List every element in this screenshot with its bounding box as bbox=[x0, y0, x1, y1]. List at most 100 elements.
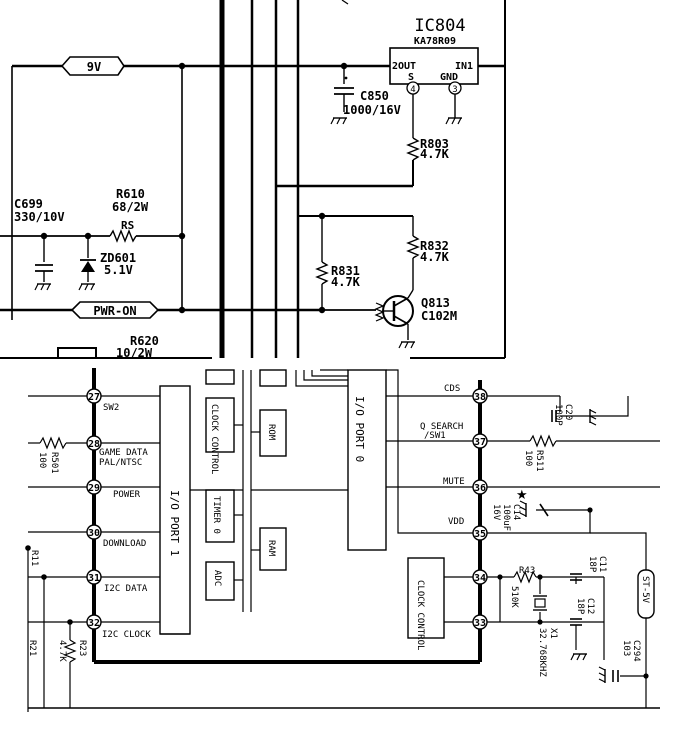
ground-icon bbox=[445, 117, 463, 125]
pin-number: 37 bbox=[474, 437, 486, 448]
pin-number: 28 bbox=[88, 439, 100, 450]
component-edge bbox=[57, 347, 97, 359]
r832-value: 4.7K bbox=[420, 250, 450, 264]
pin-marker bbox=[472, 569, 488, 585]
block-edge bbox=[259, 369, 287, 387]
rom-block bbox=[259, 409, 287, 457]
pin-label: I2C DATA bbox=[104, 584, 148, 594]
pin-number: 31 bbox=[88, 573, 100, 584]
pin-number: 29 bbox=[88, 483, 100, 494]
q813-bias-resistor bbox=[374, 302, 385, 322]
r831-ref: R831 bbox=[331, 264, 360, 278]
ground-icon bbox=[598, 666, 606, 684]
star-icon: ★ bbox=[516, 488, 528, 503]
pin-label: Q SEARCH bbox=[420, 422, 463, 432]
c14-value2: 16V bbox=[491, 504, 501, 521]
polarity-dot bbox=[344, 76, 348, 80]
q813-ref: Q813 bbox=[421, 296, 450, 310]
pin-number: 38 bbox=[474, 392, 486, 403]
r501-value: 100 bbox=[37, 452, 47, 468]
pin-marker bbox=[86, 614, 102, 630]
timer-block bbox=[205, 489, 235, 543]
top-section: 9V IC804 KA78R09 2OUT IN1 S GND 4 3 C850… bbox=[0, 0, 506, 360]
ground-icon bbox=[398, 341, 416, 349]
rom-label: ROM bbox=[266, 424, 276, 441]
junction bbox=[178, 232, 186, 240]
r610-tag: RS bbox=[121, 219, 134, 232]
pin-number: 36 bbox=[474, 483, 486, 494]
ground-icon bbox=[330, 117, 348, 125]
c294-value: 103 bbox=[621, 640, 631, 656]
pin-label-2: /SW1 bbox=[424, 431, 446, 441]
ic804-pin-out: 2OUT bbox=[392, 61, 416, 72]
r803-value: 4.7K bbox=[420, 147, 450, 161]
pin-number: 27 bbox=[88, 392, 100, 403]
pin-label: I2C CLOCK bbox=[102, 630, 151, 640]
block-edge bbox=[205, 369, 235, 385]
wire bbox=[407, 289, 414, 299]
r23-resistor bbox=[63, 639, 77, 663]
c12-ref: C12 bbox=[585, 598, 595, 614]
c20-value: 100P bbox=[553, 404, 563, 426]
io-port0-label: I/O PORT 0 bbox=[353, 396, 366, 462]
pin-marker bbox=[472, 388, 488, 404]
c12-value: 18P bbox=[575, 598, 585, 615]
io-port1-block bbox=[159, 385, 191, 635]
bottom-section: I/O PORT 1 CLOCK CONTROL TIMER 0 ADC ROM… bbox=[25, 368, 660, 712]
st5v-label: ST-5V bbox=[640, 576, 650, 604]
zener-diode bbox=[81, 261, 95, 272]
c850-ref: C850 bbox=[360, 89, 389, 103]
junction bbox=[643, 673, 649, 679]
bus-link bbox=[303, 370, 348, 381]
ic804-part: KA78R09 bbox=[414, 36, 456, 47]
r832-resistor bbox=[406, 235, 420, 259]
ic804-pin4: 4 bbox=[410, 85, 415, 95]
right-pins: 38 CDS 37 Q SEARCH /SW1 R511 100 36 MUTE… bbox=[386, 369, 660, 630]
c14-ref: C14 bbox=[511, 504, 521, 520]
pin-marker bbox=[472, 614, 488, 630]
pin-label: POWER bbox=[113, 490, 141, 500]
ic804-body bbox=[389, 47, 479, 85]
ground-icon bbox=[589, 408, 597, 426]
bus-link bbox=[295, 370, 348, 387]
clock-control-left-label: CLOCK CONTROL bbox=[209, 404, 219, 474]
c699-value: 330/10V bbox=[14, 210, 65, 224]
pin-marker bbox=[472, 433, 488, 449]
pin-label: GAME DATA bbox=[99, 448, 148, 458]
r803-ref: R803 bbox=[420, 137, 449, 151]
r43-resistor bbox=[513, 570, 537, 584]
r511-value: 100 bbox=[523, 450, 533, 466]
ground-icon bbox=[570, 653, 588, 661]
r21-label: R21 bbox=[27, 640, 37, 656]
r832-ref: R832 bbox=[420, 239, 449, 253]
ic804-pin-in: IN1 bbox=[455, 61, 473, 72]
io-port1-label: I/O PORT 1 bbox=[168, 490, 181, 556]
r620-value: 10/2W bbox=[116, 346, 153, 360]
pin-label-2: PAL/NTSC bbox=[99, 458, 142, 468]
r831-value: 4.7K bbox=[331, 275, 361, 289]
r610-ref: R610 bbox=[116, 187, 145, 201]
timer-label: TIMER 0 bbox=[211, 496, 221, 534]
pin-number: 32 bbox=[88, 618, 100, 629]
c20-ref: C20 bbox=[563, 404, 573, 420]
pin-label: MUTE bbox=[443, 477, 465, 487]
r11-label: R11 bbox=[29, 550, 39, 566]
r43-ref: R43 bbox=[519, 566, 535, 576]
ground-icon bbox=[34, 283, 52, 291]
pin-marker bbox=[86, 569, 102, 585]
junction bbox=[25, 545, 31, 551]
net-9v-label: 9V bbox=[87, 60, 101, 74]
pin-marker bbox=[472, 525, 488, 541]
net-flag-9v bbox=[60, 56, 125, 76]
r501-ref: R501 bbox=[49, 452, 59, 474]
r501-resistor bbox=[39, 436, 67, 450]
clock-control-left-block bbox=[205, 397, 235, 453]
r23-ref: R23 bbox=[77, 640, 87, 656]
r620-ref: R620 bbox=[130, 334, 159, 348]
x1-ref: X1 bbox=[548, 628, 558, 639]
pin-number: 34 bbox=[474, 573, 486, 584]
ic804-pin3: 3 bbox=[452, 85, 457, 95]
junction bbox=[41, 574, 47, 580]
ram-label: RAM bbox=[266, 540, 276, 557]
r23-value: 4.7K bbox=[57, 640, 67, 662]
